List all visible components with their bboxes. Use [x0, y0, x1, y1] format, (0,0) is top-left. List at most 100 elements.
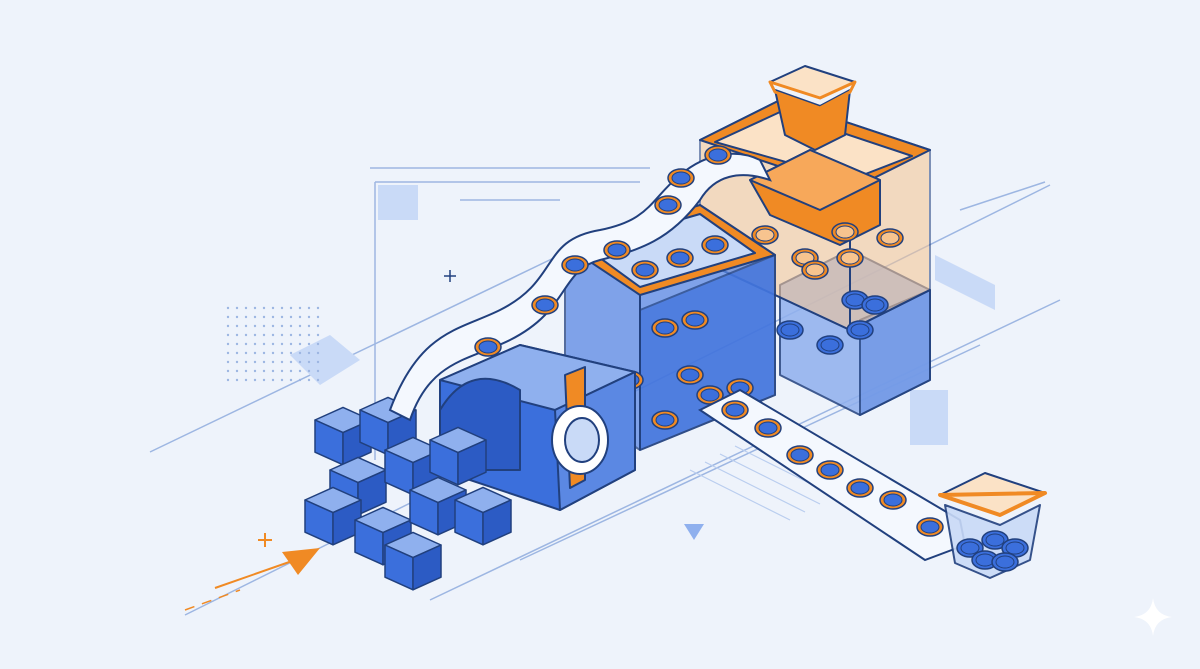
input-cube [314, 406, 372, 466]
grid-dot [307, 369, 311, 373]
grid-dot [271, 351, 275, 355]
grid-dot [271, 378, 275, 382]
coin [754, 418, 782, 438]
grid-dot [253, 378, 257, 382]
grid-dot [316, 306, 320, 310]
grid-dot [226, 333, 230, 337]
grid-dot [280, 333, 284, 337]
grid-dot [280, 324, 284, 328]
grid-dot [226, 378, 230, 382]
grid-dot [289, 315, 293, 319]
grid-dot [235, 369, 239, 373]
grid-dot [253, 333, 257, 337]
grid-dot [235, 324, 239, 328]
coin [956, 538, 984, 558]
coin [816, 460, 844, 480]
grid-dot [253, 306, 257, 310]
top-cup [768, 65, 857, 151]
coin [971, 550, 999, 570]
grid-dot [289, 360, 293, 364]
grid-dot [244, 342, 248, 346]
coin [666, 248, 694, 268]
coin [676, 365, 704, 385]
coin [751, 225, 779, 245]
grid-dot [235, 342, 239, 346]
tower-funnel [749, 149, 881, 246]
coin [879, 490, 907, 510]
grid-dot [280, 378, 284, 382]
plus-icon [444, 270, 456, 282]
coin [667, 168, 695, 188]
grid-dot [244, 333, 248, 337]
grid-dot [244, 315, 248, 319]
grid-dot [262, 378, 266, 382]
grid-dot [235, 351, 239, 355]
coin [531, 295, 559, 315]
coin [561, 255, 589, 275]
grid-dot [316, 342, 320, 346]
grid-dot [244, 360, 248, 364]
grid-dot [226, 342, 230, 346]
grid-dot [280, 315, 284, 319]
grid-dot [307, 360, 311, 364]
grid-dot [253, 315, 257, 319]
sparkle-icon [1134, 598, 1172, 636]
grid-dot [253, 342, 257, 346]
grid-dot [262, 306, 266, 310]
grid-dot [289, 369, 293, 373]
grid-dot [262, 351, 266, 355]
grid-dot [289, 378, 293, 382]
plus-icon-orange [258, 533, 272, 547]
grid-dot [289, 351, 293, 355]
grid-dot [280, 369, 284, 373]
grid-dot [307, 306, 311, 310]
grid-dot [298, 369, 302, 373]
grid-dot [235, 333, 239, 337]
grid-dot [307, 351, 311, 355]
coin [836, 248, 864, 268]
grid-dot [253, 369, 257, 373]
grid-dot [316, 315, 320, 319]
coin [991, 552, 1019, 572]
grid-dot [271, 315, 275, 319]
grid-dot [298, 306, 302, 310]
grid-dot [262, 360, 266, 364]
grid-dot [280, 306, 284, 310]
grid-dot [235, 315, 239, 319]
grid-dot [316, 333, 320, 337]
coin [603, 240, 631, 260]
grid-dot [271, 360, 275, 364]
grid-dot [307, 378, 311, 382]
output-cup-coins [956, 530, 1029, 572]
grid-dot [226, 369, 230, 373]
coin [681, 310, 709, 330]
grid-dot [280, 342, 284, 346]
conveyor-coins [474, 145, 944, 537]
grid-dot [271, 333, 275, 337]
coin [654, 195, 682, 215]
grid-dot [244, 369, 248, 373]
coin [696, 385, 724, 405]
dot-grid [226, 306, 320, 382]
grid-dot [226, 324, 230, 328]
coin [704, 145, 732, 165]
grid-dot [226, 360, 230, 364]
grid-dot [226, 351, 230, 355]
grid-dot [253, 324, 257, 328]
tokenizer-machine [439, 344, 636, 511]
arrow-right-up-icon [184, 548, 320, 611]
tower-coins [751, 222, 904, 355]
coin [651, 318, 679, 338]
input-cube [304, 486, 362, 546]
grid-dot [226, 315, 230, 319]
grid-dot [298, 378, 302, 382]
grid-dot [316, 360, 320, 364]
input-cube [429, 426, 487, 486]
grid-dot [244, 306, 248, 310]
grid-dot [298, 342, 302, 346]
coin [791, 248, 819, 268]
coin [631, 260, 659, 280]
grid-dot [271, 342, 275, 346]
